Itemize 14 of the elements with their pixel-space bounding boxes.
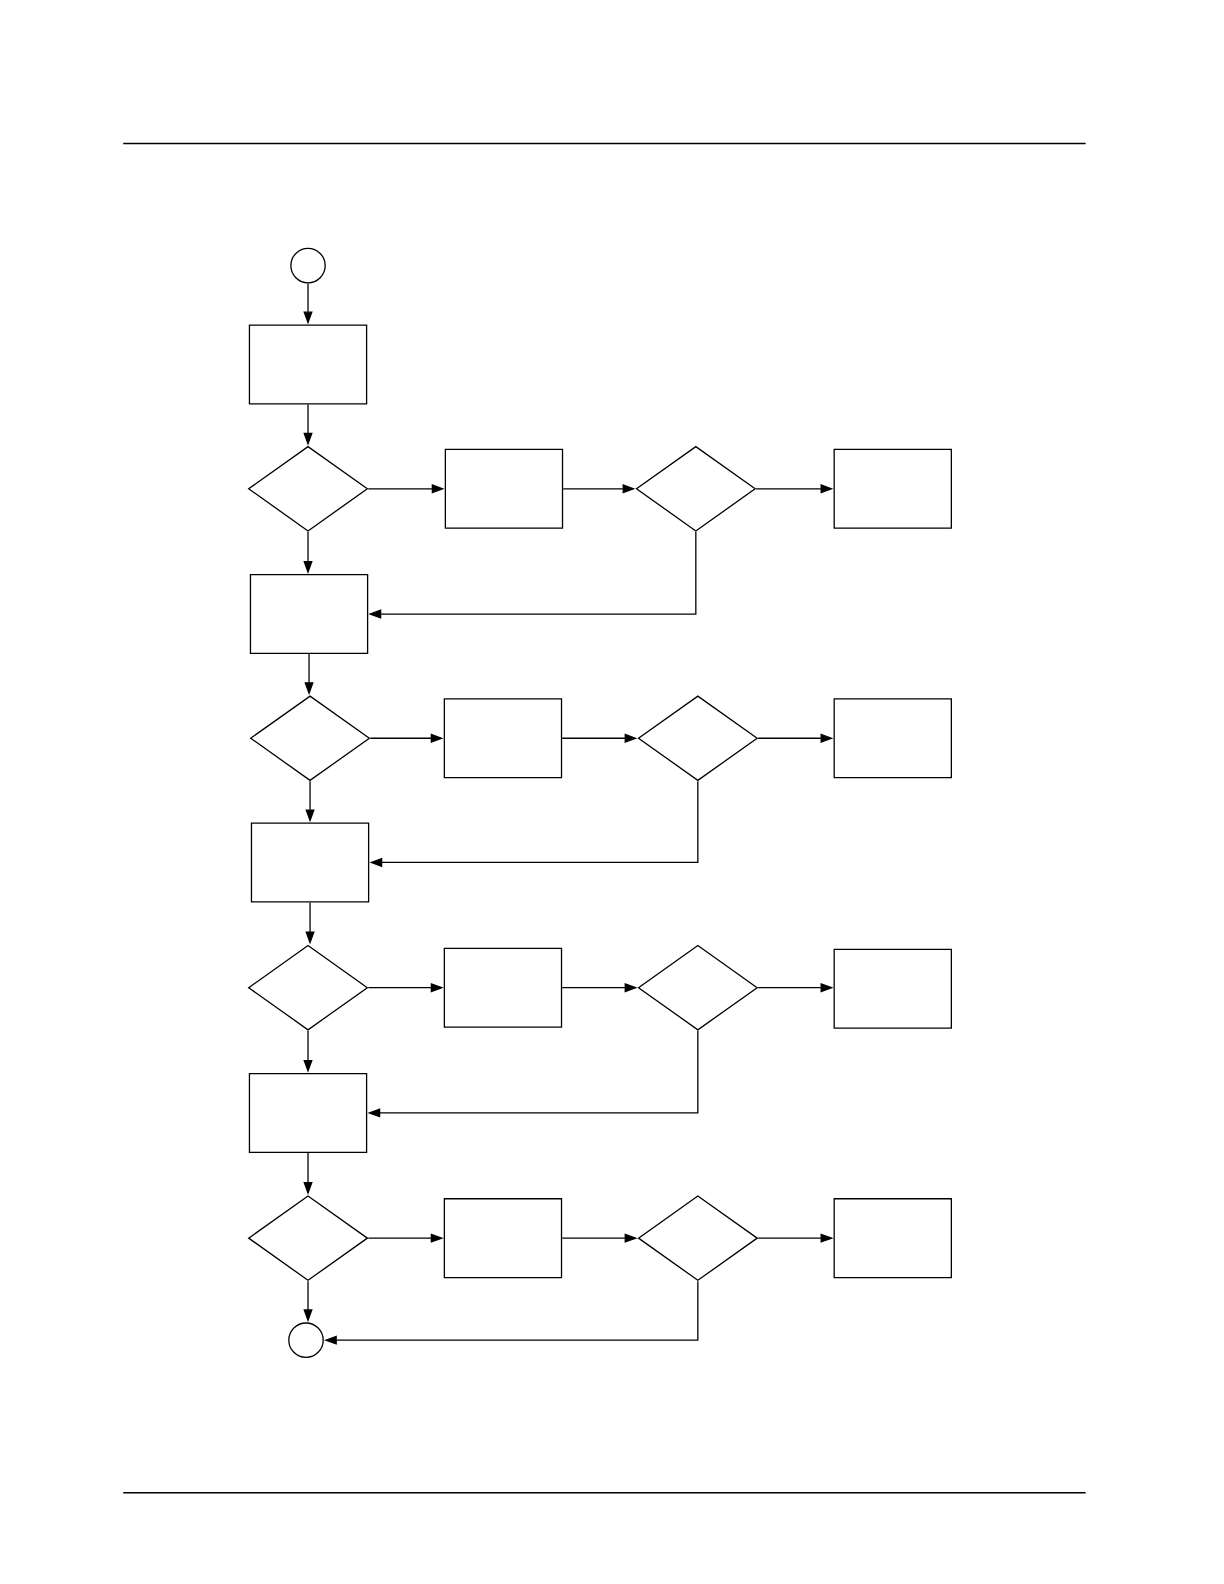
process-box — [833, 448, 952, 529]
process-box — [443, 698, 563, 779]
process-box — [250, 822, 370, 903]
process-box — [248, 324, 368, 405]
process-box — [443, 1198, 563, 1279]
process-box — [443, 947, 563, 1028]
connector-circle — [288, 1322, 324, 1358]
process-box — [833, 1198, 952, 1279]
process-box — [833, 948, 952, 1029]
connector-circle — [290, 247, 326, 284]
process-box — [248, 1072, 368, 1153]
process-box — [249, 574, 369, 655]
process-box — [833, 698, 952, 779]
process-box — [444, 448, 564, 529]
